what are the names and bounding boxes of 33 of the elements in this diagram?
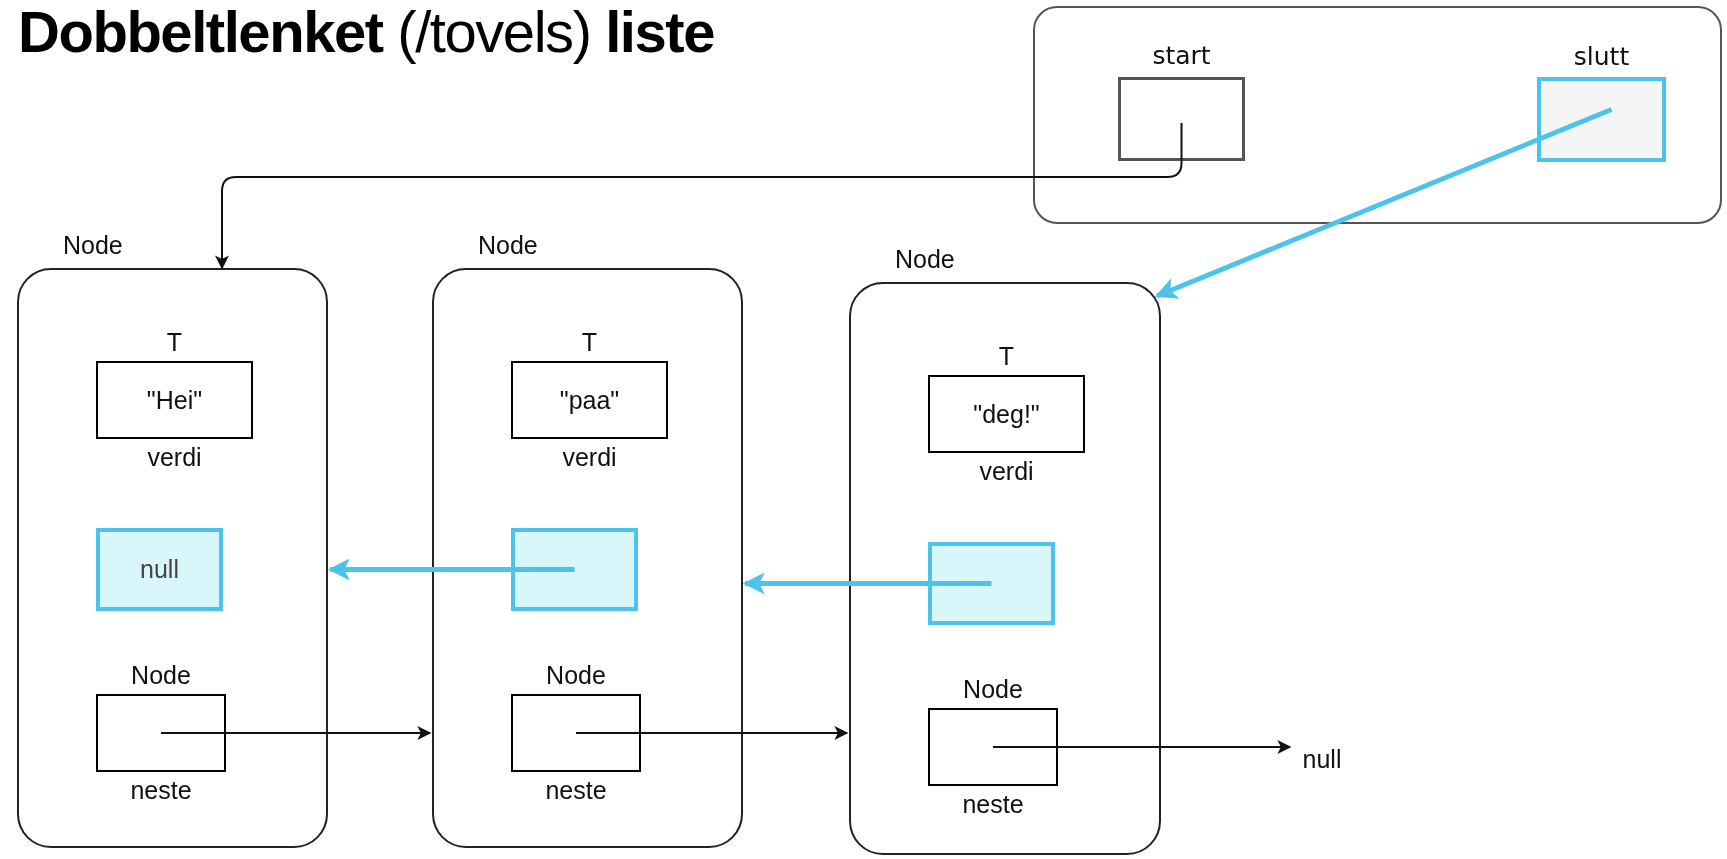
arrow [160,726,432,740]
arrow [1154,107,1613,299]
field-label: Node [478,233,538,258]
field-label: Node [131,663,191,688]
field-label: Node [546,663,606,688]
field-label: start [1152,43,1211,68]
field-label: verdi [562,445,617,470]
field-label: neste [545,778,607,803]
field-label: Node [963,677,1023,702]
arrow [327,558,575,581]
null-value: null [140,557,179,582]
field-label: T [166,330,183,355]
field-label: T [581,330,598,355]
field-label: neste [962,792,1024,817]
null-value: null [1302,746,1342,772]
value-text: "paa" [559,387,620,413]
arrow [575,726,849,740]
arrow [742,572,992,595]
arrow [992,740,1292,754]
field-label: verdi [979,459,1034,484]
pointer-box [928,542,1055,625]
field-label: Node [63,233,123,258]
pointer-box [511,528,638,611]
value-text: "deg!" [973,401,1040,427]
field-label: Node [895,247,955,272]
pointer-box [96,528,223,611]
field-label: slutt [1573,44,1630,69]
value-text: "Hei" [146,387,203,413]
title: Dobbeltlenket (/tovels) liste [18,0,714,66]
field-label: neste [130,778,192,803]
pointer-panel [1033,6,1722,224]
field-label: verdi [147,445,202,470]
field-label: T [998,344,1015,369]
